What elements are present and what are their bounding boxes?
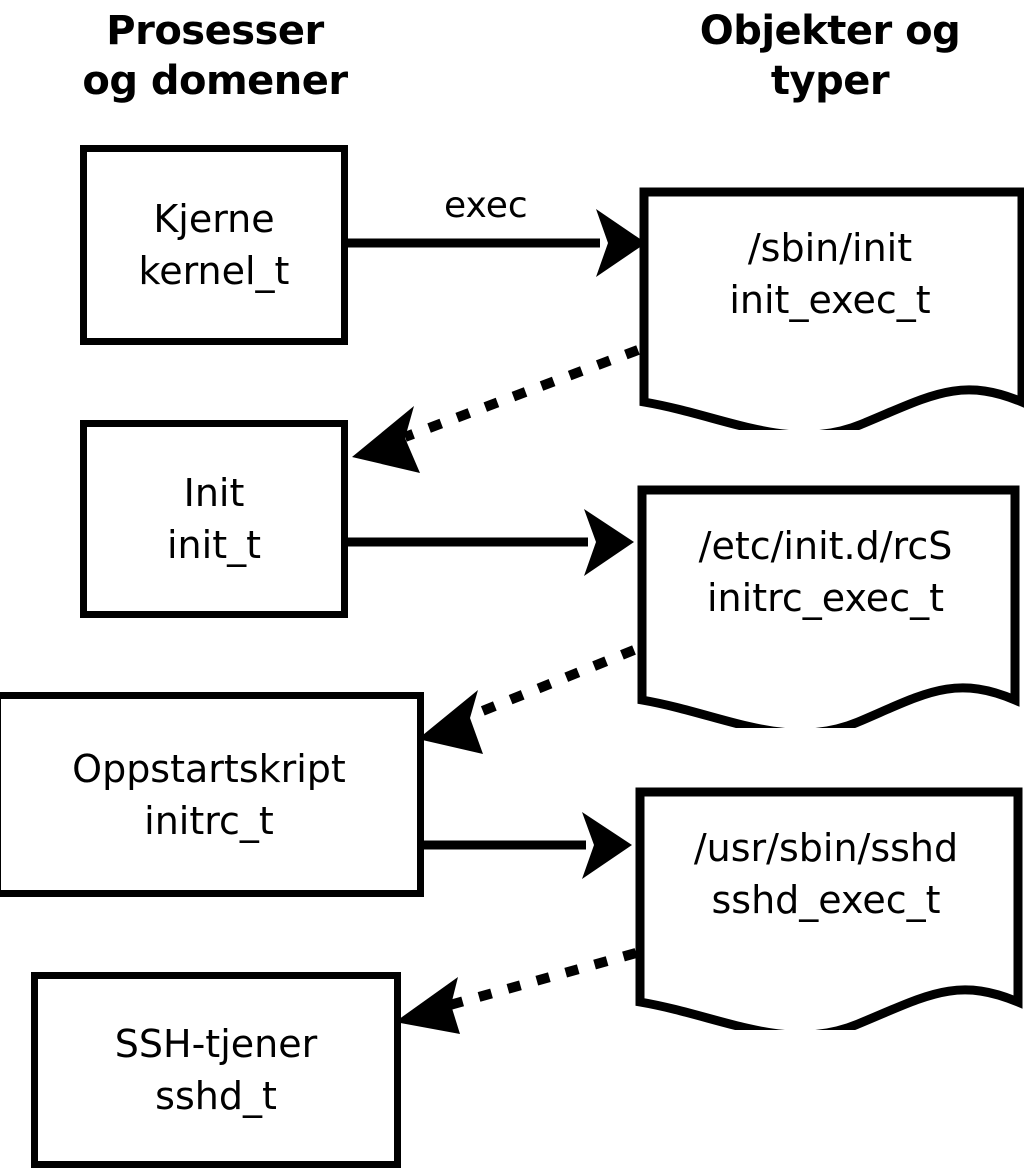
process-box-init-title: Init: [183, 471, 245, 515]
process-box-sshd[interactable]: SSH-tjener sshd_t: [31, 972, 401, 1168]
edge-label-exec: exec: [444, 185, 528, 226]
edge-init-exec-initrc_exec: [348, 509, 634, 576]
process-box-sshd-type: sshd_t: [155, 1074, 277, 1118]
process-box-init-type: init_t: [167, 523, 261, 567]
process-box-initrc-title: Oppstartskript: [72, 746, 346, 791]
process-box-kernel-type: kernel_t: [138, 249, 290, 293]
object-doc-init-exec[interactable]: /sbin/init init_exec_t: [630, 180, 1024, 430]
document-shape-outline: [635, 787, 1023, 1030]
process-box-kernel[interactable]: Kjerne kernel_t: [80, 145, 348, 345]
edge-sshd_exec-transition-sshd: [395, 948, 638, 1034]
process-box-kernel-title: Kjerne: [153, 197, 275, 241]
process-box-sshd-title: SSH-tjener: [114, 1022, 318, 1066]
process-box-initrc-type: initrc_t: [144, 798, 274, 843]
edge-initrc-exec-sshd_exec: [424, 812, 632, 879]
edge-initrc_exec-transition-initrc: [418, 645, 636, 754]
edge-init_exec-transition-init: [352, 345, 640, 473]
column-header-processes: Prosesser og domener: [82, 8, 348, 104]
object-doc-sshd-exec[interactable]: /usr/sbin/sshd sshd_exec_t: [626, 780, 1024, 1030]
process-box-initrc[interactable]: Oppstartskript initrc_t: [0, 692, 424, 897]
process-box-init[interactable]: Init init_t: [80, 420, 348, 618]
column-header-objects: Objekter og typer: [699, 8, 961, 104]
object-doc-initrc-exec[interactable]: /etc/init.d/rcS initrc_exec_t: [628, 478, 1023, 728]
document-shape-outline: [637, 485, 1020, 728]
document-shape-outline: [639, 187, 1024, 430]
